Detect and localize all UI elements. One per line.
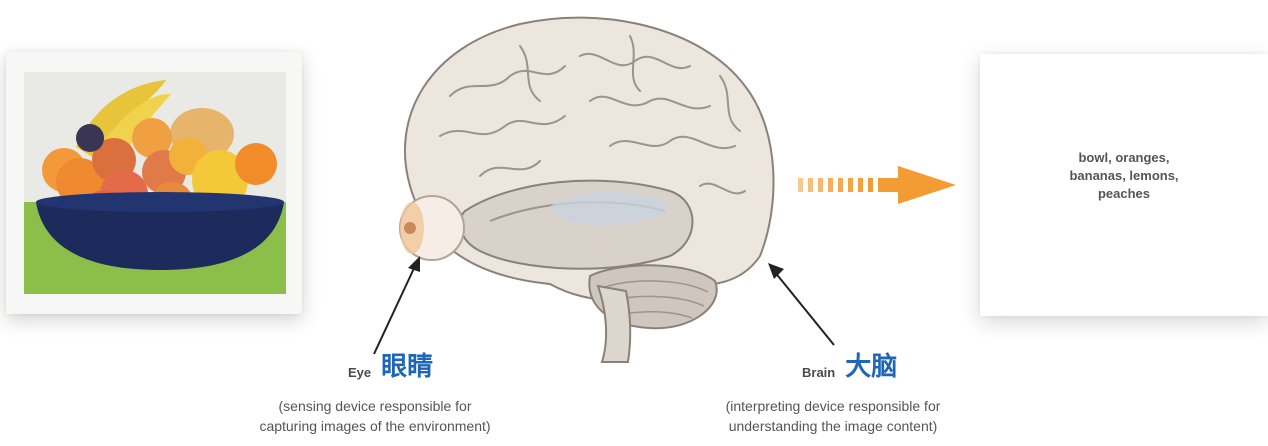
eye-description: (sensing device responsible for capturin… [205, 396, 545, 436]
eye-pointer-arrow [368, 250, 428, 360]
eye-label-zh: 眼睛 [381, 346, 433, 383]
eye-label-group: Eye 眼睛 [348, 346, 433, 383]
brain-label-group: Brain 大脑 [802, 346, 897, 383]
fruit-bowl-photo [6, 52, 302, 314]
brain-label-zh: 大脑 [845, 346, 897, 383]
brain-pointer-arrow [760, 255, 840, 350]
brain-illustration [370, 6, 790, 371]
brain-label-en: Brain [802, 365, 835, 383]
fruit-bowl-illustration [6, 52, 302, 314]
recognition-output-text: bowl, oranges, bananas, lemons, peaches [980, 149, 1268, 203]
output-flow-arrow [798, 164, 958, 206]
brain-description: (interpreting device responsible for und… [658, 396, 1008, 436]
recognition-output-card: bowl, oranges, bananas, lemons, peaches [980, 54, 1268, 316]
eye-label-en: Eye [348, 365, 371, 383]
